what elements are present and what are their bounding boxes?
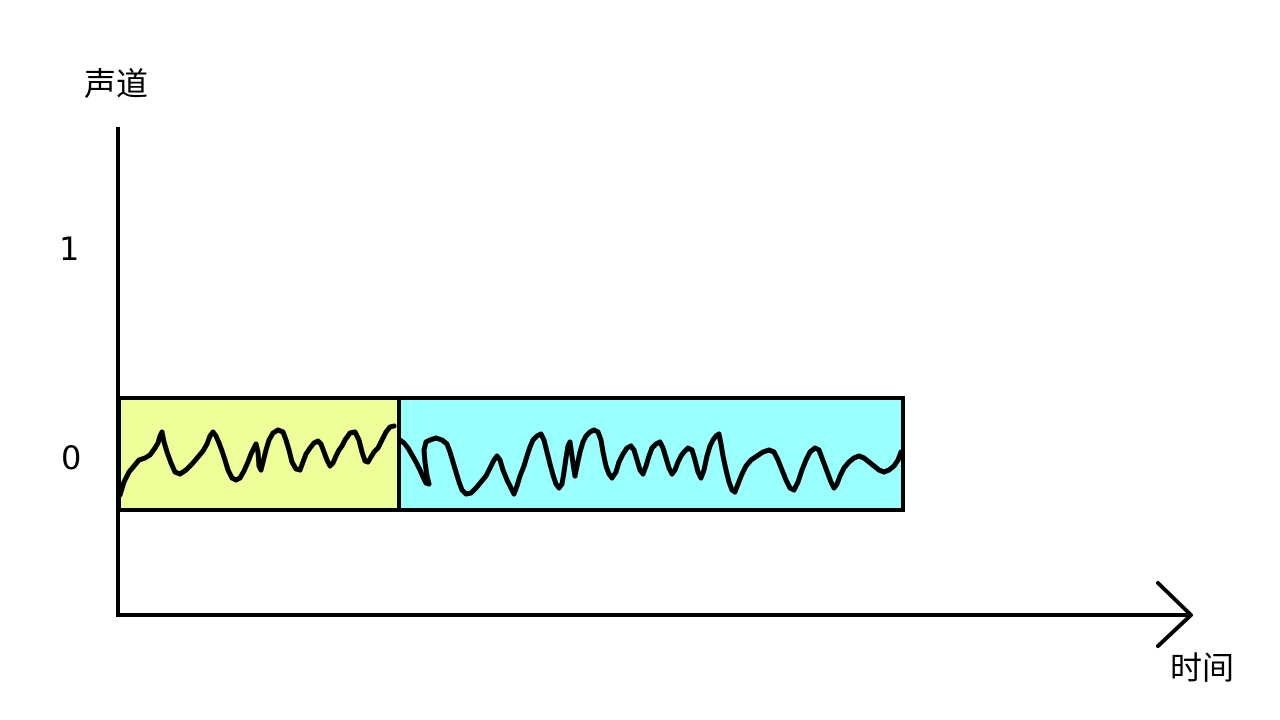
y-tick-label-0: 0 [61,439,82,477]
waveform-segment-2 [397,427,904,497]
waveform-segment-1 [117,423,397,498]
x-axis-label: 时间 [1170,649,1235,687]
y-axis-label: 声道 [84,65,149,103]
x-axis-arrowhead [1156,581,1193,648]
y-tick-label-1: 1 [59,230,80,268]
